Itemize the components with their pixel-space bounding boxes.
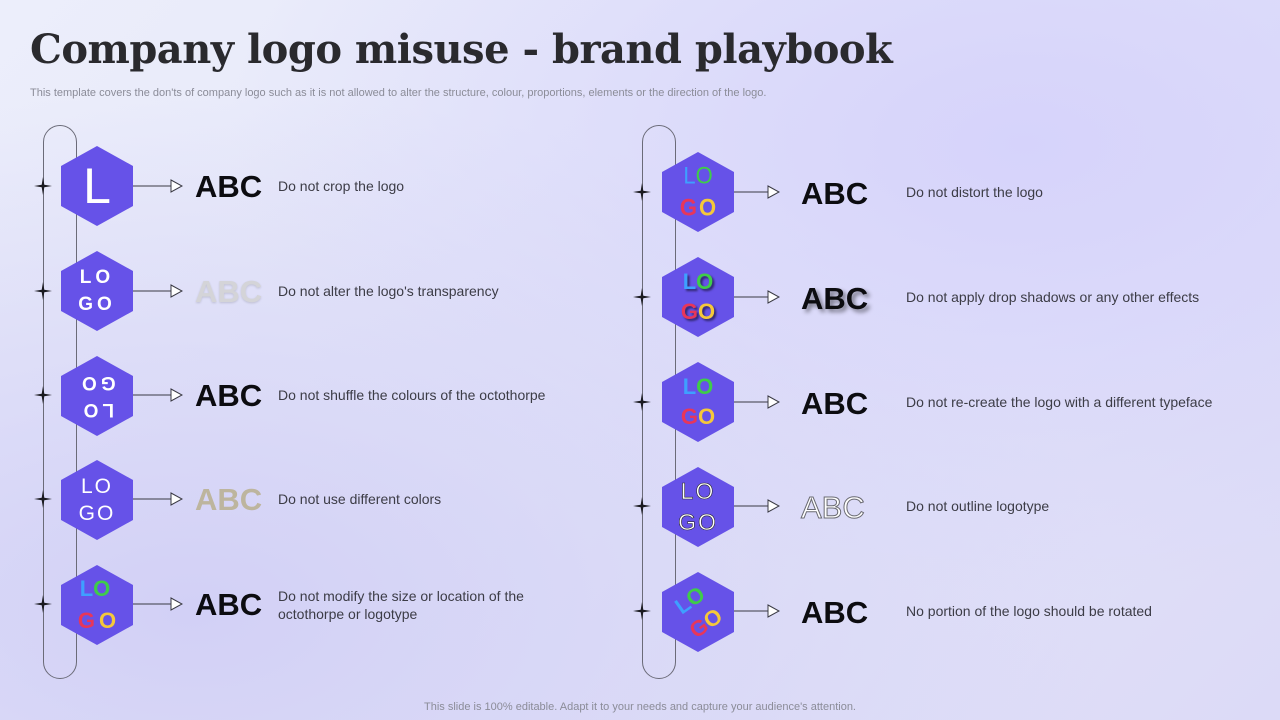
sample-abc: ABC xyxy=(801,386,869,421)
sample-abc-shadow: ABC xyxy=(801,281,869,316)
logo-letter-g: G xyxy=(680,299,698,324)
sample-abc: ABC xyxy=(801,176,869,211)
logo-letter-o: O xyxy=(695,161,713,190)
rule-transparency: Do not alter the logo's transparency xyxy=(278,283,499,299)
arrow-icon xyxy=(133,492,183,506)
logo-top-row: LO xyxy=(80,475,113,498)
logo-letter-l: L xyxy=(79,576,94,601)
logo-letter-l: L xyxy=(683,161,696,190)
arrow-icon xyxy=(734,604,780,618)
logo-hexagon-flipped: LO GO xyxy=(61,356,133,436)
logo-letter-l: L xyxy=(83,158,111,214)
logo-letter-g: G xyxy=(77,608,95,633)
rule-rotated: No portion of the logo should be rotated xyxy=(906,603,1152,619)
sparkle-icon xyxy=(633,602,651,620)
logo-letter-o: O xyxy=(696,269,714,294)
sample-abc: ABC xyxy=(195,587,263,622)
arrow-icon xyxy=(133,284,183,298)
logo-bottom-row: GO xyxy=(678,509,718,535)
arrow-icon xyxy=(734,499,780,513)
sample-abc-beige: ABC xyxy=(195,482,263,517)
arrow-icon xyxy=(734,290,780,304)
logo-top-row: LO xyxy=(79,399,115,420)
rule-shuffle-colours: Do not shuffle the colours of the octoth… xyxy=(278,387,546,403)
rule-drop-shadows: Do not apply drop shadows or any other e… xyxy=(906,289,1200,305)
logo-bottom-row: GO xyxy=(78,502,116,525)
logo-letter-o: O xyxy=(698,299,716,324)
rule-different-typeface: Do not re-create the logo with a differe… xyxy=(906,394,1213,410)
sparkle-icon xyxy=(34,595,52,613)
arrow-icon xyxy=(133,179,183,193)
logo-hexagon-transparent: LO GO xyxy=(61,251,133,331)
sparkle-icon xyxy=(34,177,52,195)
sparkle-icon xyxy=(633,288,651,306)
logo-letter-o: O xyxy=(696,374,714,399)
arrow-icon xyxy=(133,597,183,611)
arrow-icon xyxy=(734,185,780,199)
rule-different-colors: Do not use different colors xyxy=(278,491,442,507)
sparkle-icon xyxy=(34,490,52,508)
rule-distort: Do not distort the logo xyxy=(906,184,1043,200)
sparkle-icon xyxy=(633,497,651,515)
logo-letter-o: O xyxy=(699,193,717,222)
page-title: Company logo misuse - brand playbook xyxy=(30,26,893,73)
sample-abc: ABC xyxy=(195,169,263,204)
sample-abc-outline: ABC xyxy=(801,490,866,525)
rule-outline-logotype: Do not outline logotype xyxy=(906,498,1050,514)
logo-letter-l: L xyxy=(682,374,697,399)
sparkle-icon xyxy=(34,282,52,300)
page-subtitle: This template covers the don'ts of compa… xyxy=(30,87,767,99)
rule-crop: Do not crop the logo xyxy=(278,178,405,194)
logo-letter-o: O xyxy=(93,576,111,601)
sample-abc: ABC xyxy=(195,378,263,413)
logo-letter-o: O xyxy=(99,608,117,633)
footer-note: This slide is 100% editable. Adapt it to… xyxy=(424,701,856,713)
logo-top-row: LO xyxy=(79,267,115,288)
logo-letter-g: G xyxy=(680,404,698,429)
logo-letter-o: O xyxy=(698,404,716,429)
logo-letter-l: L xyxy=(682,269,697,294)
logo-bottom-row: GO xyxy=(78,294,116,315)
rule-modify-size-location: Do not modify the size or location of th… xyxy=(278,588,524,622)
logo-top-row: LO xyxy=(680,478,716,504)
sparkle-icon xyxy=(34,386,52,404)
sparkle-icon xyxy=(633,393,651,411)
arrow-icon xyxy=(133,388,183,402)
arrow-icon xyxy=(734,395,780,409)
sparkle-icon xyxy=(633,183,651,201)
logo-letter-g: G xyxy=(679,193,697,222)
sample-abc: ABC xyxy=(801,595,869,630)
sample-abc-transparent: ABC xyxy=(195,274,263,309)
logo-bottom-row: GO xyxy=(78,372,116,393)
